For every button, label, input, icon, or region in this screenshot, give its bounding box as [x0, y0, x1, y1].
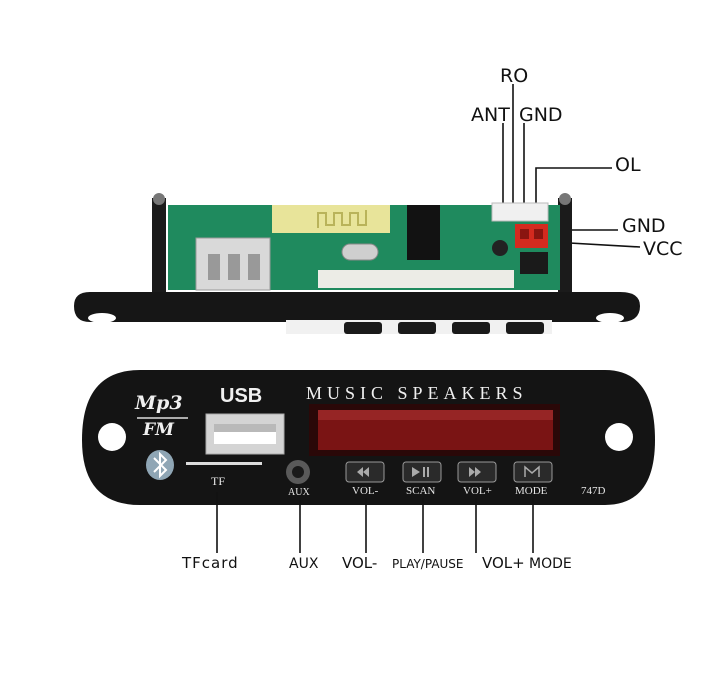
bottom-pointer-lines: [216, 492, 534, 553]
label-mode: MODE: [529, 556, 572, 572]
panel-buttons: [345, 461, 553, 483]
logo-mp3: Mp3: [135, 392, 183, 414]
logo-fm: FM: [143, 420, 174, 440]
label-vol-plus: VOL+: [482, 554, 525, 572]
tf-text: TF: [211, 474, 226, 488]
vol-minus-text: VOL-: [352, 485, 379, 497]
vol-plus-text: VOL+: [463, 485, 492, 497]
label-vol-minus: VOL-: [342, 554, 378, 572]
usb-text: USB: [220, 385, 263, 407]
label-gnd-right: GND: [622, 215, 666, 237]
scan-text: SCAN: [406, 485, 436, 497]
aux-text: AUX: [288, 487, 310, 498]
model-text: 747D: [581, 485, 606, 497]
label-tfcard: TFcard: [182, 554, 239, 572]
label-gnd-top: GND: [519, 104, 563, 126]
label-vcc: VCC: [643, 238, 683, 260]
label-play-pause: PLAY/PAUSE: [392, 557, 464, 571]
label-ol: OL: [615, 154, 641, 176]
label-aux: AUX: [289, 556, 319, 572]
label-ant: ANT: [471, 104, 510, 126]
panel-title: MUSIC SPEAKERS: [306, 383, 528, 403]
label-ro: RO: [500, 65, 529, 87]
mode-text: MODE: [515, 485, 548, 497]
